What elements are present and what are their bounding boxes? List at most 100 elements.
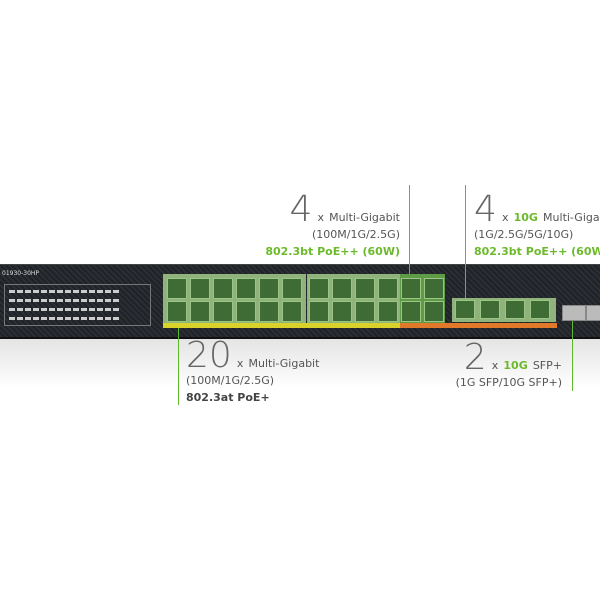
rj45-port bbox=[167, 301, 187, 322]
status-led bbox=[89, 290, 95, 293]
status-led bbox=[105, 317, 111, 320]
rj45-port bbox=[424, 278, 444, 299]
rj45-port bbox=[332, 278, 352, 299]
callout-x: x bbox=[236, 357, 244, 370]
callout-highlight: 10G bbox=[503, 359, 528, 372]
status-led bbox=[65, 317, 71, 320]
rj45-port bbox=[190, 278, 210, 299]
callout-count: 20 bbox=[186, 335, 232, 376]
callout-line-2 bbox=[465, 185, 466, 311]
status-led bbox=[25, 290, 31, 293]
status-led bbox=[81, 317, 87, 320]
status-led bbox=[65, 290, 71, 293]
status-led bbox=[81, 308, 87, 311]
callout-poe: 802.3at PoE+ bbox=[186, 391, 270, 404]
status-led bbox=[89, 308, 95, 311]
rj45-port bbox=[332, 301, 352, 322]
rj45-port bbox=[190, 301, 210, 322]
sfp-port bbox=[562, 305, 586, 321]
model-label: 01930-30HP bbox=[2, 270, 40, 277]
callout-poe: 802.3bt PoE++ (60W) bbox=[265, 245, 400, 258]
status-led bbox=[9, 317, 15, 320]
status-led bbox=[17, 299, 23, 302]
callout-line-3 bbox=[178, 292, 179, 405]
rj45-port bbox=[401, 278, 421, 299]
rj45-port bbox=[282, 301, 302, 322]
callout-highlight: 10G bbox=[513, 211, 538, 224]
status-led bbox=[65, 299, 71, 302]
rj45-port bbox=[236, 301, 256, 322]
status-led bbox=[49, 290, 55, 293]
status-led bbox=[57, 308, 63, 311]
rj45-port bbox=[309, 278, 329, 299]
status-led bbox=[33, 290, 39, 293]
status-led bbox=[73, 317, 79, 320]
status-led bbox=[65, 308, 71, 311]
callout-2-sfp: 2 x 10G SFP+ (1G SFP/10G SFP+) bbox=[455, 337, 562, 390]
status-led bbox=[97, 308, 103, 311]
callout-x: x bbox=[502, 211, 509, 224]
callout-speeds: (1G/2.5G/5G/10G) bbox=[474, 228, 574, 241]
callout-count: 4 bbox=[474, 189, 497, 230]
status-led bbox=[9, 299, 15, 302]
status-led bbox=[105, 290, 111, 293]
status-led bbox=[9, 308, 15, 311]
status-led bbox=[89, 299, 95, 302]
callout-4-10g: 4 x 10G Multi-Gigabit (1G/2.5G/5G/10G) 8… bbox=[474, 189, 600, 259]
rj45-10g-port bbox=[455, 300, 475, 319]
callout-type: SFP+ bbox=[532, 359, 562, 372]
status-led bbox=[33, 317, 39, 320]
status-led bbox=[9, 290, 15, 293]
rj45-port bbox=[236, 278, 256, 299]
led-panel bbox=[4, 284, 151, 326]
status-led bbox=[49, 317, 55, 320]
status-led bbox=[105, 299, 111, 302]
callout-count: 2 bbox=[463, 337, 487, 378]
callout-type: Multi-Gigabit bbox=[248, 357, 320, 370]
status-led bbox=[49, 299, 55, 302]
callout-poe: 802.3bt PoE++ (60W) bbox=[474, 245, 600, 258]
callout-speeds: (1G SFP/10G SFP+) bbox=[455, 376, 562, 389]
status-led bbox=[113, 299, 119, 302]
callout-type: Multi-Gigabit bbox=[329, 211, 400, 224]
callout-x: x bbox=[491, 359, 499, 372]
rj45-port bbox=[259, 301, 279, 322]
rj45-port bbox=[259, 278, 279, 299]
status-led bbox=[41, 308, 47, 311]
status-led bbox=[105, 308, 111, 311]
rj45-port bbox=[424, 301, 444, 322]
rj45-10g-port bbox=[480, 300, 500, 319]
status-led bbox=[33, 308, 39, 311]
callout-count: 4 bbox=[289, 189, 313, 230]
status-led bbox=[73, 299, 79, 302]
rj45-port bbox=[282, 278, 302, 299]
switch-reflection bbox=[0, 338, 600, 388]
status-led bbox=[25, 308, 31, 311]
rj45-10g-port bbox=[530, 300, 550, 319]
status-led bbox=[41, 299, 47, 302]
status-led bbox=[25, 299, 31, 302]
sfp-port bbox=[586, 305, 600, 321]
poe-plus-strip bbox=[163, 323, 400, 328]
status-led bbox=[113, 308, 119, 311]
callout-speeds: (100M/1G/2.5G) bbox=[311, 228, 400, 241]
status-led bbox=[57, 317, 63, 320]
rj45-port bbox=[355, 278, 375, 299]
rj45-port bbox=[355, 301, 375, 322]
status-led bbox=[41, 290, 47, 293]
status-led bbox=[49, 308, 55, 311]
status-led bbox=[81, 290, 87, 293]
status-led bbox=[17, 290, 23, 293]
callout-20-multigig: 20 x Multi-Gigabit (100M/1G/2.5G) 802.3a… bbox=[186, 335, 320, 405]
status-led bbox=[73, 290, 79, 293]
callout-line-1 bbox=[409, 185, 410, 290]
callout-type: Multi-Gigabit bbox=[543, 211, 600, 224]
status-led bbox=[81, 299, 87, 302]
status-led bbox=[41, 317, 47, 320]
rj45-port bbox=[401, 301, 421, 322]
status-led bbox=[113, 290, 119, 293]
rj45-10g-port bbox=[505, 300, 525, 319]
status-led bbox=[97, 299, 103, 302]
callout-4-multigig: 4 x Multi-Gigabit (100M/1G/2.5G) 802.3bt… bbox=[265, 189, 400, 259]
status-led bbox=[33, 299, 39, 302]
